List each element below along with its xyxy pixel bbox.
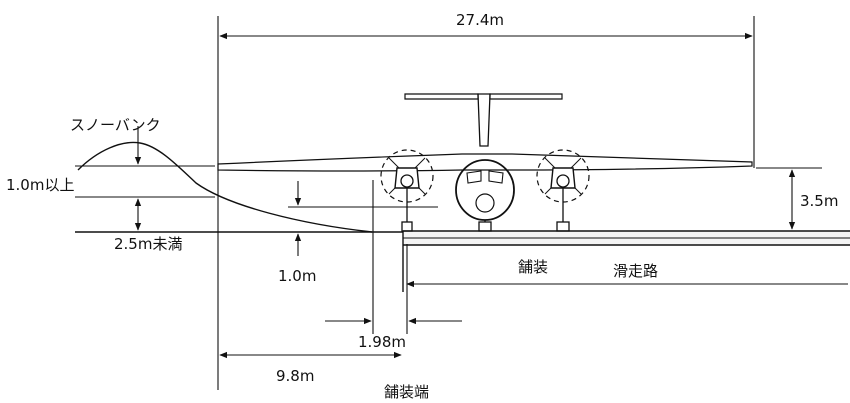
horizontal-stabilizer-right — [489, 93, 563, 100]
pavement-label: 舗装 — [518, 258, 548, 276]
fuselage — [455, 159, 515, 221]
runway-label: 滑走路 — [613, 262, 658, 280]
snow-bank-label: スノーバンク — [70, 116, 161, 134]
ground-and-runway — [75, 230, 850, 292]
right-gear-wheel — [556, 221, 570, 232]
wing-height-label: 3.5m — [800, 192, 838, 210]
gap-label: 1.98m — [358, 333, 406, 351]
dimension-lines — [134, 16, 848, 390]
aircraft-front-view — [217, 93, 753, 232]
snow-bank — [75, 141, 373, 233]
pavement-edge-label: 舗装端 — [384, 383, 429, 401]
max-height-label: 2.5m未満 — [114, 235, 182, 253]
radome — [475, 193, 495, 213]
snow-bank-profile — [77, 141, 373, 233]
left-spinner — [400, 174, 414, 188]
wingspan-label: 27.4m — [456, 11, 504, 29]
cockpit-window-right — [488, 170, 504, 184]
left-gear-wheel — [401, 221, 413, 232]
distance-label: 9.8m — [276, 367, 314, 385]
right-spinner — [556, 174, 570, 188]
vertical-fin — [477, 93, 491, 147]
nose-gear-wheel — [478, 221, 492, 232]
wing — [217, 153, 753, 172]
ground-clearance-label: 1.0m — [278, 267, 316, 285]
horizontal-stabilizer — [404, 93, 479, 100]
min-height-label: 1.0m以上 — [6, 176, 74, 194]
labels: 27.4m スノーバンク 1.0m以上 2.5m未満 1.0m 3.5m 舗装 … — [6, 11, 838, 401]
cockpit-window-left — [466, 170, 482, 184]
